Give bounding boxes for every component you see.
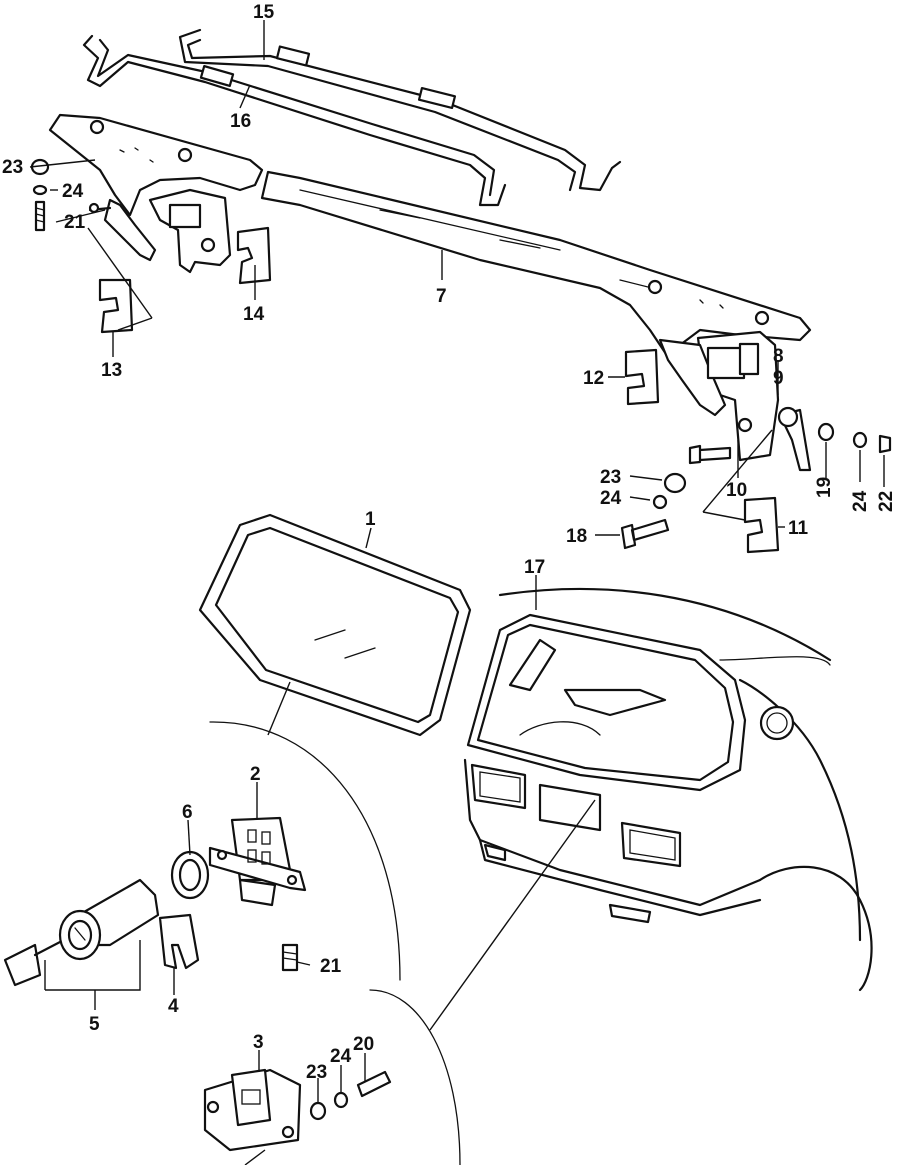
shim-13[interactable]: [87, 227, 153, 334]
washer-24-mid[interactable]: [652, 494, 668, 510]
washer-24-right[interactable]: [852, 431, 868, 449]
lock-cylinder-5[interactable]: [3, 878, 160, 991]
callout-6: 6: [182, 802, 193, 823]
callout-15: 15: [253, 2, 275, 23]
callout-8: 8: [773, 346, 784, 367]
nut-22[interactable]: [878, 434, 892, 454]
callout-11: 11: [788, 518, 809, 539]
detail-circle-upper: [209, 681, 401, 981]
bolt-18[interactable]: [620, 518, 670, 550]
callout-14: 14: [243, 304, 265, 325]
vehicle-rear-17[interactable]: [463, 587, 873, 992]
bolt-20[interactable]: [356, 1070, 392, 1098]
callout-21-upper: 21: [64, 212, 86, 233]
support-rod-15[interactable]: [178, 28, 622, 192]
callout-7: 7: [436, 286, 447, 307]
callout-9: 9: [773, 368, 784, 389]
shim-12[interactable]: [624, 348, 660, 406]
callout-16: 16: [230, 111, 251, 132]
callout-22: 22: [876, 491, 897, 512]
latch-2[interactable]: [208, 816, 307, 907]
callout-13: 13: [101, 360, 122, 381]
shim-11[interactable]: [702, 429, 780, 554]
support-rod-16[interactable]: [82, 34, 507, 207]
washer-24-lower[interactable]: [333, 1091, 349, 1109]
callout-23-right: 23: [600, 467, 621, 488]
shim-14[interactable]: [236, 226, 272, 285]
callout-19: 19: [814, 477, 835, 498]
hinge-bar-7[interactable]: [48, 113, 812, 362]
callout-24-upper: 24: [62, 181, 84, 202]
left-hinge-assembly[interactable]: [88, 188, 232, 274]
callout-24-right-far: 24: [850, 490, 871, 512]
callout-20: 20: [353, 1034, 374, 1055]
callout-24-lower: 24: [330, 1046, 352, 1067]
right-hinge-assembly[interactable]: [658, 330, 780, 462]
callout-10: 10: [726, 480, 747, 501]
bushing-9[interactable]: [777, 406, 799, 428]
callout-21-lower: 21: [320, 956, 342, 977]
washer-23-lower[interactable]: [309, 1101, 327, 1121]
leader-lines: [29, 20, 885, 1165]
washer-24-left[interactable]: [32, 184, 48, 196]
callout-24-right-mid: 24: [600, 488, 622, 509]
detail-circle-lower: [369, 799, 596, 1165]
callout-23-lower: 23: [306, 1062, 327, 1083]
callout-1: 1: [365, 509, 376, 530]
callout-23-upper: 23: [2, 157, 23, 178]
bolt-21-left[interactable]: [34, 200, 46, 232]
washer-23-right[interactable]: [663, 472, 687, 494]
callout-4: 4: [168, 996, 179, 1017]
callout-5: 5: [89, 1014, 100, 1035]
callout-3: 3: [253, 1032, 264, 1053]
callout-17: 17: [524, 557, 545, 578]
bolt-21-lower[interactable]: [281, 943, 299, 972]
callout-2: 2: [250, 764, 261, 785]
callout-12: 12: [583, 368, 604, 389]
ring-6[interactable]: [170, 850, 210, 900]
bolt-10[interactable]: [688, 444, 732, 465]
callout-numbers: 1 2 3 4 5 6 7 8 9 10 11 12 13 14 15 16 1…: [2, 2, 897, 1083]
callout-18: 18: [566, 526, 587, 547]
striker-3[interactable]: [203, 1068, 302, 1152]
clip-4[interactable]: [158, 913, 200, 970]
washer-19[interactable]: [817, 422, 835, 442]
glass-1[interactable]: [198, 513, 472, 737]
